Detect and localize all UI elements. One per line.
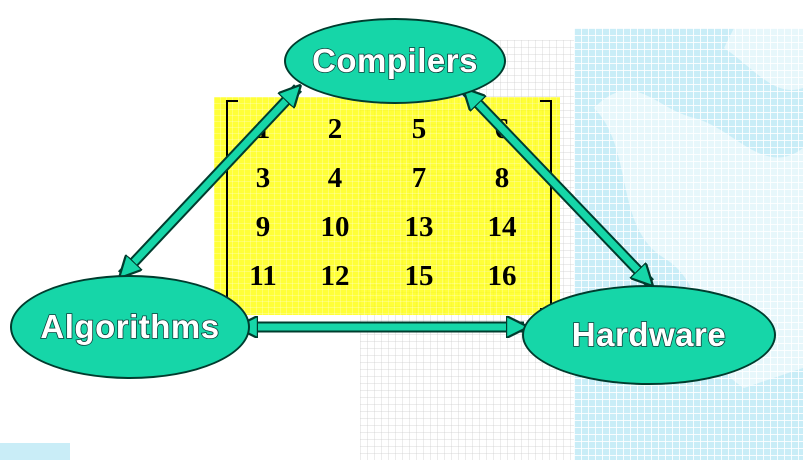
compilers-label: Compilers <box>312 42 478 80</box>
algorithms-node: Algorithms <box>10 275 250 379</box>
hardware-label: Hardware <box>572 316 726 354</box>
algorithms-label: Algorithms <box>40 308 219 346</box>
hardware-node: Hardware <box>522 285 776 385</box>
compilers-node: Compilers <box>284 18 506 104</box>
